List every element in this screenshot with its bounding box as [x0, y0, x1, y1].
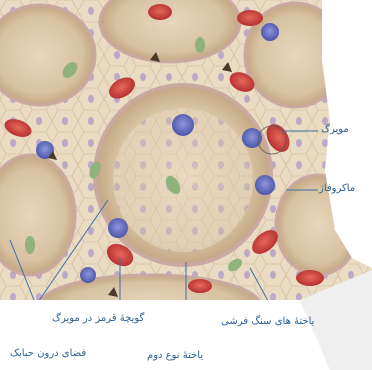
label-squamous-cell: یاختهٔ های سنگ فرشی [221, 316, 314, 327]
alveolus-left [0, 155, 75, 275]
label-alveolar-space: فضای درون حبابک [10, 348, 86, 359]
label-type2-cell: یاختهٔ نوع دوم [147, 350, 203, 361]
label-capillary: مویرگ [321, 124, 349, 135]
label-red-blood-cell: گویچهٔ قرمز در مویرگ [52, 313, 144, 324]
alveolus-top-left [0, 5, 95, 105]
label-macrophage: ماکروفاژ [319, 183, 355, 194]
